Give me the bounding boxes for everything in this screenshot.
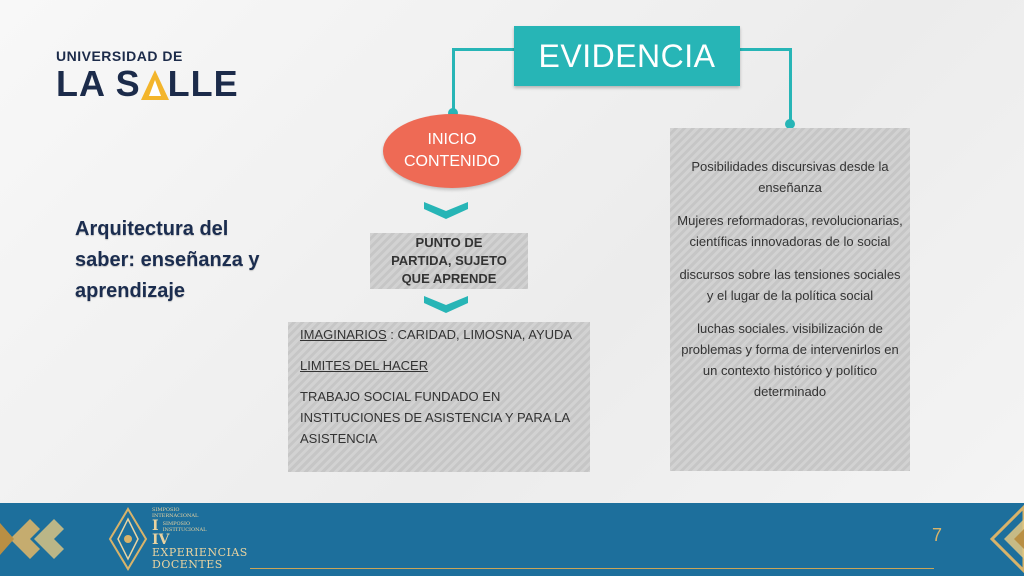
punto-line2: PARTIDA, SUJETO: [391, 253, 507, 268]
footer-left-ornament-icon: [0, 519, 64, 559]
punto-line3: QUE APRENDE: [401, 271, 497, 286]
connector-right-dot: [785, 119, 795, 129]
slide-title: Arquitectura del saber: enseñanza y apre…: [75, 218, 260, 302]
connector-left-dot: [448, 108, 458, 118]
inicio-contenido-oval: INICIO CONTENIDO: [383, 114, 521, 188]
footer-right-ornament-icon: [989, 504, 1024, 574]
evidence-detail-box: Posibilidades discursivas desde la enseñ…: [670, 128, 910, 471]
chevron-down-icon: [424, 296, 468, 313]
connector-left-horizontal: [452, 48, 516, 51]
evidence-item: luchas sociales. visibilización de probl…: [681, 321, 899, 399]
evidence-item: discursos sobre las tensiones sociales y…: [679, 267, 901, 303]
imaginarios-rest: : CARIDAD, LIMOSNA, AYUDA: [386, 327, 573, 342]
inicio-line2: CONTENIDO: [404, 153, 500, 170]
trabajo-item: TRABAJO SOCIAL FUNDADO EN INSTITUCIONES …: [300, 389, 570, 446]
page-number: 7: [931, 525, 942, 545]
limites-label: LIMITES DEL HACER: [300, 358, 429, 373]
footer-band: SIMPOSIO INTERNACIONAL I SIMPOSIO INSTIT…: [0, 503, 1024, 576]
emblem-roman-row: I SIMPOSIO INSTITUCIONAL: [152, 519, 248, 533]
connector-left-vertical: [452, 48, 455, 114]
connector-right-horizontal: [738, 48, 792, 51]
evidence-item: Posibilidades discursivas desde la enseñ…: [691, 159, 889, 195]
emblem-docentes: DOCENTES: [152, 558, 223, 571]
evidence-header: EVIDENCIA: [514, 26, 740, 86]
logo-main-text: LA SALLE: [56, 64, 239, 104]
chevron-down-icon: [424, 202, 468, 219]
emblem-experiencias: EXPERIENCIAS: [152, 546, 248, 559]
evidence-item: Mujeres reformadoras, revolucionarias, c…: [677, 213, 903, 249]
inicio-line1: INICIO: [427, 131, 477, 148]
logo-main-part2: LLE: [167, 63, 239, 104]
logo-top-text: UNIVERSIDAD DE: [56, 48, 183, 64]
emblem-roman2: IV: [152, 532, 170, 548]
logo-star-a-icon: A: [140, 64, 169, 104]
punto-partida-box: PUNTO DE PARTIDA, SUJETO QUE APRENDE: [370, 233, 528, 289]
university-logo: UNIVERSIDAD DE LA SALLE: [56, 48, 239, 104]
emblem-simposio2: SIMPOSIO: [162, 521, 191, 527]
footer-divider: [250, 568, 934, 569]
emblem-roman1: I: [152, 518, 159, 534]
simposio-emblem-icon: [108, 507, 148, 571]
emblem-simposio1: SIMPOSIO: [152, 507, 180, 513]
punto-line1: PUNTO DE: [415, 235, 483, 250]
emblem-inst-col: SIMPOSIO INSTITUCIONAL: [163, 521, 207, 533]
emblem-internacional: INTERNACIONAL: [152, 513, 199, 519]
imaginarios-box: IMAGINARIOS : CARIDAD, LIMOSNA, AYUDA LI…: [288, 322, 590, 472]
logo-main-part1: LA S: [56, 63, 141, 104]
imaginarios-item: IMAGINARIOS : CARIDAD, LIMOSNA, AYUDA: [300, 324, 578, 345]
connector-right-vertical: [789, 48, 792, 124]
imaginarios-label: IMAGINARIOS: [300, 327, 387, 342]
limites-item: LIMITES DEL HACER: [300, 355, 578, 376]
simposio-text-block: SIMPOSIO INTERNACIONAL I SIMPOSIO INSTIT…: [152, 507, 248, 571]
emblem-institucional: INSTITUCIONAL: [162, 527, 207, 533]
